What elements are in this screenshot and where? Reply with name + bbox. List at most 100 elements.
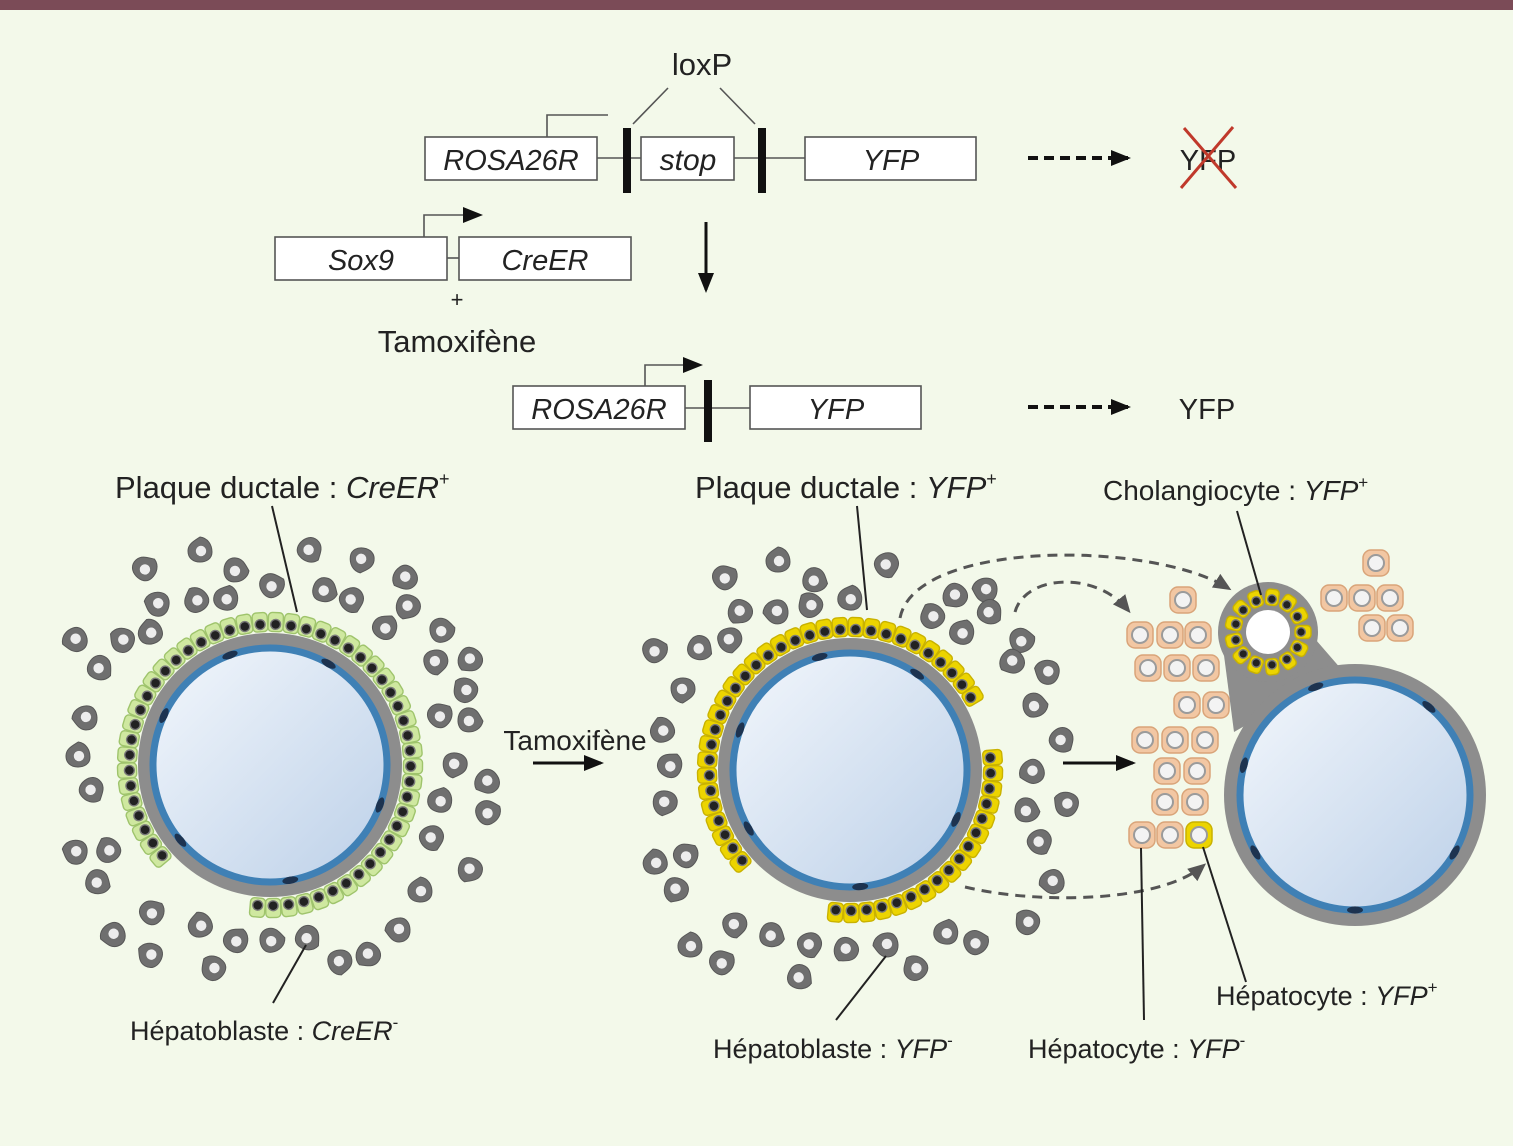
- hepatoblast-nucleus: [881, 938, 893, 950]
- hepatocyte-nucleus: [1381, 589, 1399, 607]
- hepatoblast-cell: [1026, 829, 1052, 855]
- ductal-plate-cell-nucleus: [300, 623, 312, 635]
- hepatoblast-nucleus: [318, 585, 329, 596]
- label-hepatoblast-yfp: Hépatoblaste : YFP-: [713, 1031, 953, 1064]
- hepatocyte-nucleus: [1178, 696, 1196, 714]
- ductal-plate-cell-yfp: [769, 633, 791, 657]
- hepatocyte-cell: [1156, 821, 1184, 849]
- ductal-plate-cell-nucleus: [224, 624, 236, 636]
- cholangiocyte-cell-yfp: [1289, 639, 1309, 658]
- ductal-plate-cell: [139, 833, 163, 855]
- tamoxifen-label: Tamoxifène: [378, 324, 537, 359]
- hepatoblast-cell: [457, 646, 484, 672]
- cholangiocyte-cell-yfp-nucleus: [1296, 627, 1307, 637]
- hepatoblast-cell: [672, 843, 699, 869]
- cholangiocyte-cell-yfp-nucleus: [1281, 654, 1292, 665]
- hepatoblast-nucleus: [806, 599, 817, 611]
- ductal-plate-cell-nucleus: [364, 858, 376, 870]
- hepatoblast-nucleus: [482, 775, 493, 786]
- hepatoblast-nucleus: [1023, 916, 1034, 928]
- hepatoblast-nucleus: [380, 623, 391, 634]
- hepatocyte-cell: [1131, 726, 1159, 754]
- ductal-plate-cell-nucleus: [282, 898, 295, 911]
- ductal-plate-cell: [311, 620, 332, 643]
- ductal-plate-cell-yfp: [915, 880, 937, 903]
- hepatoblast-nucleus: [680, 851, 692, 862]
- hepatoblast-cell: [976, 598, 1002, 625]
- label-prefix: Hépatocyte :: [1028, 1034, 1187, 1064]
- hepatoblast-cell: [1019, 758, 1045, 784]
- ductal-plate-cell-yfp: [949, 849, 973, 872]
- ductal-plate-cell-yfp: [877, 620, 897, 643]
- ductal-plate-cell-yfp-nucleus: [891, 897, 903, 909]
- hepatoblast-cell: [213, 584, 239, 611]
- hepatocyte-cell: [1184, 621, 1212, 649]
- ductal-plate-cell-yfp-nucleus: [834, 623, 846, 636]
- ductal-plate-cell-yfp: [862, 617, 881, 640]
- hepatoblast-nucleus: [1033, 836, 1044, 847]
- ductal-plate-cell-yfp: [702, 719, 724, 739]
- hepatoblast-nucleus: [415, 885, 427, 897]
- hepatoblast-nucleus: [231, 936, 242, 947]
- hepatoblast-cell: [143, 591, 170, 617]
- ductal-plate-cell-yfp: [815, 618, 834, 641]
- label-hepatocyte-yfp-positive: Hépatocyte : YFP+: [1216, 978, 1438, 1011]
- cholangiocyte-cells: [1224, 588, 1312, 676]
- ductal-plate-cell-yfp-nucleus: [922, 647, 934, 659]
- pointer-ductal-plate-creer: [271, 505, 298, 613]
- hepatocyte-nucleus: [1168, 659, 1186, 677]
- hepatoblast-nucleus: [195, 545, 207, 557]
- label-sign: -: [1240, 1031, 1246, 1050]
- middle-portal-structure: [642, 546, 1079, 990]
- hepatoblast-cell: [642, 638, 668, 664]
- hepatocyte-nucleus: [1139, 659, 1157, 677]
- hepatoblast-nucleus: [463, 715, 475, 727]
- ductal-plate-cell: [401, 773, 423, 791]
- hepatoblast-nucleus: [1007, 655, 1018, 666]
- hepatoblast-cell: [78, 776, 104, 803]
- hepatocyte-cell: [1126, 621, 1154, 649]
- label-gene: YFP: [1375, 981, 1428, 1011]
- ductal-plate-cell-nucleus: [374, 846, 387, 858]
- hepatoblast-cell: [727, 598, 754, 624]
- hepatoblast-nucleus: [192, 595, 203, 606]
- portal-vein-lumen: [1236, 676, 1474, 914]
- crossout-icon: [1179, 126, 1235, 189]
- ductal-plate-cell-yfp-nucleus: [762, 649, 774, 662]
- hepatocyte-cell: [1183, 757, 1211, 785]
- ductal-plate-cell-yfp-nucleus: [943, 864, 955, 876]
- hepatoblast-cell: [427, 787, 453, 813]
- ductal-plate-cell: [402, 757, 424, 775]
- hepatoblast-nucleus: [793, 972, 804, 983]
- hepatocyte-nucleus: [1131, 626, 1149, 644]
- endothelial-nucleus: [910, 668, 924, 680]
- driver-construct: Sox9 CreER + Tamoxifène: [274, 207, 714, 359]
- hepatoblast-nucleus: [146, 627, 157, 638]
- hepatoblast-nucleus: [1055, 734, 1066, 746]
- ductal-plate-cell-nucleus: [209, 629, 221, 642]
- ductal-plate-cell-yfp: [729, 850, 752, 873]
- ductal-plate-cell-yfp: [939, 860, 962, 883]
- label-ductal-plate-yfp: Plaque ductale : YFP+: [695, 469, 997, 505]
- ductal-plate-cell-nucleus: [125, 733, 138, 746]
- ductal-plate-cell-nucleus: [397, 714, 410, 727]
- hepatoblast-cell: [392, 564, 418, 590]
- rosa26r-box: [424, 136, 598, 181]
- hepatoblast-nucleus: [362, 948, 374, 959]
- ductal-plate-cell-yfp: [756, 642, 778, 665]
- ductal-plate-cell-nucleus: [285, 620, 297, 632]
- ductal-plate-cell-nucleus: [391, 820, 403, 832]
- hepatoblast-nucleus: [139, 564, 151, 575]
- hepatocyte-cell: [1163, 654, 1191, 682]
- label-prefix: Cholangiocyte :: [1103, 475, 1304, 506]
- hepatoblast-cell: [423, 649, 449, 676]
- plus-sign: +: [451, 287, 464, 312]
- ductal-plate-cell: [349, 864, 372, 888]
- hepatoblast-nucleus: [765, 930, 776, 941]
- endothelial-nucleus: [1239, 757, 1248, 773]
- hepatoblast-nucleus: [983, 606, 994, 618]
- ductal-plate-cell-yfp: [831, 616, 849, 638]
- hepatoblast-nucleus: [1020, 805, 1032, 817]
- recombined-construct: ROSA26R YFP YFP: [512, 357, 1235, 442]
- hepatoblast-cell: [184, 587, 210, 613]
